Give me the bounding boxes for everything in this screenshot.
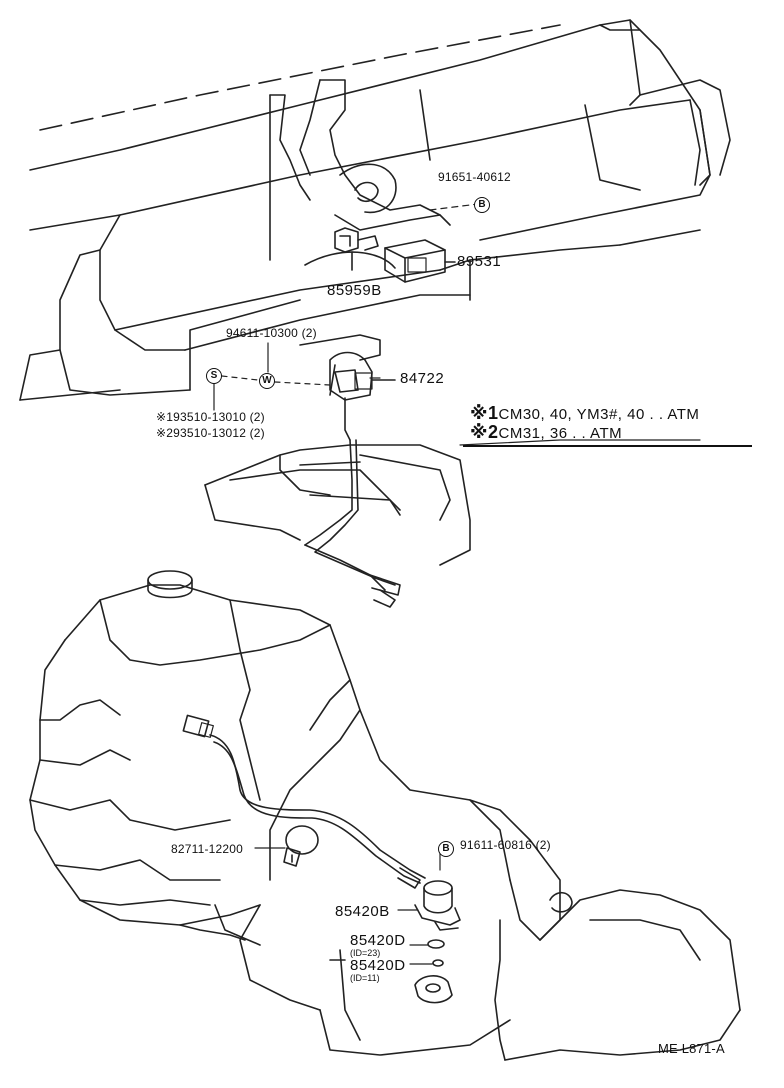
sensor-84722 [299, 334, 396, 591]
mounting-boss [414, 975, 453, 1004]
clip-82711 [283, 825, 319, 867]
marker-w: W [259, 373, 275, 389]
part-label-85959B: 85959B [327, 282, 382, 299]
relay-89531 [384, 239, 456, 283]
note-2-mark: ※2 [470, 422, 499, 442]
marker-s: S [206, 368, 222, 384]
part-label-93510-1-text: 93510-13010 (2) [173, 410, 265, 424]
tunnel-plate [204, 444, 471, 566]
star2-mark: ※2 [156, 426, 174, 440]
star1-mark: ※1 [156, 410, 174, 424]
part-label-85420D-b-sub: (ID=11) [350, 973, 380, 983]
engine-outline [29, 584, 741, 1061]
part-label-85420D-a-sub: (ID=23) [350, 948, 381, 958]
note-2-text: CM31, 36 . . ATM [498, 425, 623, 442]
column-bracket [269, 79, 451, 261]
part-label-84722: 84722 [400, 370, 445, 387]
note-1: ※1CM30, 40, YM3#, 40 . . ATM [470, 404, 699, 422]
part-label-94611: 94611-10300 (2) [226, 326, 317, 340]
note-1-mark: ※1 [470, 403, 499, 423]
part-label-91651: 91651-40612 [438, 170, 511, 184]
part-label-93510-2: ※293510-13012 (2) [156, 427, 265, 439]
part-label-91611: 91611-60816 (2) [460, 838, 551, 852]
part-label-85420D-b: 85420D [350, 957, 406, 974]
washer-id23 [427, 939, 445, 949]
part-label-85420B: 85420B [335, 903, 390, 920]
sensor-85420B [414, 880, 461, 931]
filler-cap [147, 570, 193, 599]
washer-id11 [432, 959, 444, 967]
marker-b-top: B [474, 197, 490, 213]
part-label-82711: 82711-12200 [171, 842, 244, 856]
part-label-85420D-a: 85420D [350, 932, 406, 949]
part-label-89531: 89531 [457, 253, 502, 270]
part-label-93510-2-text: 93510-13012 (2) [173, 426, 265, 440]
bracket-85959B [304, 227, 396, 271]
note-2: ※2CM31, 36 . . ATM [470, 423, 622, 441]
marker-b-bottom: B [438, 841, 454, 857]
note-1-text: CM30, 40, YM3#, 40 . . ATM [498, 406, 700, 423]
part-label-93510-1: ※193510-13010 (2) [156, 411, 265, 423]
wire-connectors [369, 574, 401, 608]
diagram-code: ME L871-A [658, 1041, 725, 1056]
dashboard-outline [19, 19, 731, 446]
engine-sensor-wire [182, 714, 426, 889]
